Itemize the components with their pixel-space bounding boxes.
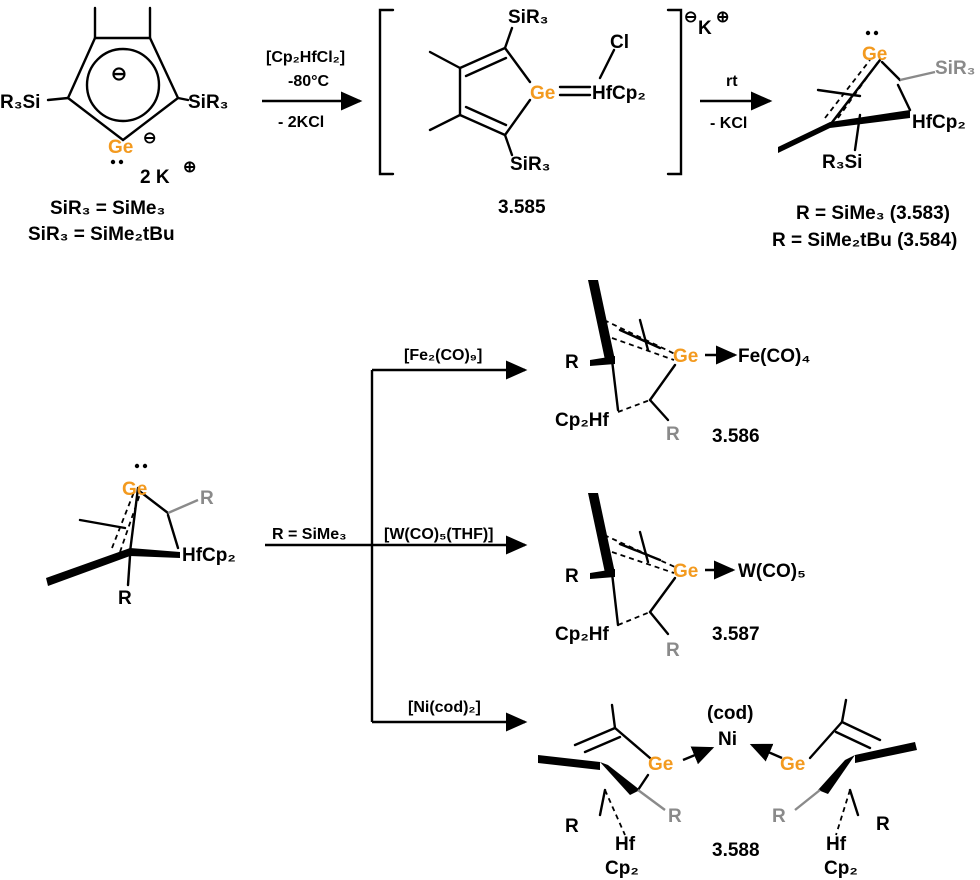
r-right-gray-label: R bbox=[772, 806, 786, 827]
arrow1-byproduct: - 2KCl bbox=[278, 114, 324, 131]
r3si-label: R₃Si bbox=[0, 92, 40, 113]
arrow1-temp: -80°C bbox=[288, 73, 330, 90]
cod-label: (cod) bbox=[707, 703, 753, 724]
hf-label: HfCp₂ bbox=[182, 545, 236, 566]
metal-label: W(CO)₅ bbox=[738, 561, 806, 582]
sir3-label: SiR₃ bbox=[935, 58, 975, 79]
counterion-charge: ⊕ bbox=[183, 159, 196, 176]
ge-left-label: Ge bbox=[648, 754, 673, 775]
variant-label-2: SiR₃ = SiMe₂tBu bbox=[28, 224, 175, 245]
ni-complex-3588: (cod) Ni Ge R R Hf Cp₂ 3.588 Ge R R Hf C… bbox=[538, 698, 917, 879]
ge-charge: ⊖ bbox=[143, 130, 156, 147]
sir3-top: SiR₃ bbox=[508, 7, 548, 28]
hf-right-label: Hf bbox=[826, 834, 847, 855]
ge-label: Ge bbox=[530, 83, 555, 104]
ge-right-label: Ge bbox=[780, 754, 805, 775]
branch-arrows: R = SiMe₃ [Fe₂(CO)₉] [W(CO)₅(THF)] [Ni(c… bbox=[265, 347, 528, 732]
arrow2-byproduct: - KCl bbox=[710, 115, 747, 132]
fe-reagent: [Fe₂(CO)₉] bbox=[404, 347, 482, 364]
reaction-arrow-1: [Cp₂HfCl₂] -80°C - 2KCl bbox=[262, 49, 363, 131]
cp-left-label: Cp₂ bbox=[605, 858, 639, 879]
ni-reagent: [Ni(cod)₂] bbox=[408, 699, 481, 716]
ge-label: Ge bbox=[122, 479, 147, 500]
ring-charge: ⊖ bbox=[111, 64, 127, 85]
hf-label: HfCp₂ bbox=[912, 112, 966, 133]
compound-id: 3.586 bbox=[712, 426, 760, 447]
r-gray-label: R bbox=[200, 488, 214, 509]
r-label: R bbox=[565, 566, 579, 587]
product-3583-3584: Ge SiR₃ HfCp₂ R₃Si R = SiMe₃ (3.583) R =… bbox=[772, 30, 975, 251]
variant-label-1: SiR₃ = SiMe₃ bbox=[50, 198, 165, 219]
r-label: R bbox=[565, 352, 579, 373]
arrow2-reagent: rt bbox=[726, 73, 738, 90]
k-charge: ⊕ bbox=[716, 9, 729, 26]
reaction-arrow-2: rt - KCl bbox=[700, 73, 773, 132]
product-label-2: R = SiMe₂tBu (3.584) bbox=[772, 230, 957, 251]
hf-label: Cp₂Hf bbox=[555, 624, 609, 645]
cl-label: Cl bbox=[610, 32, 629, 53]
ge-label: Ge bbox=[862, 44, 887, 65]
compound-id: 3.587 bbox=[712, 624, 760, 645]
r-right-label: R bbox=[876, 814, 890, 835]
condition-label: R = SiMe₃ bbox=[272, 526, 347, 543]
hf-label: Cp₂Hf bbox=[555, 410, 609, 431]
r-left-gray-label: R bbox=[668, 806, 682, 827]
product-label-1: R = SiMe₃ (3.583) bbox=[796, 203, 950, 224]
hf-left-label: Hf bbox=[615, 834, 636, 855]
fe-complex-3586: R Ge Fe(CO)₄ Cp₂Hf R 3.586 bbox=[555, 280, 810, 447]
ge-label: Ge bbox=[673, 561, 698, 582]
arrow1-reagent: [Cp₂HfCl₂] bbox=[266, 49, 345, 66]
k-label: K bbox=[698, 18, 712, 39]
hf-label: HfCp₂ bbox=[592, 83, 646, 104]
sir3-bottom: SiR₃ bbox=[510, 154, 550, 175]
germole-dianion: R₃Si SiR₃ Ge ⊖ ⊖ 2 K ⊕ SiR₃ = SiMe₃ SiR₃… bbox=[0, 6, 228, 245]
r2-label: R bbox=[666, 640, 680, 661]
w-complex-3587: R Ge W(CO)₅ Cp₂Hf R 3.587 bbox=[555, 493, 806, 661]
w-reagent: [W(CO)₅(THF)] bbox=[384, 526, 494, 543]
r-left-label: R bbox=[565, 816, 579, 837]
r2-label: R bbox=[666, 424, 680, 445]
counterion-label: 2 K bbox=[140, 167, 170, 188]
intermediate-3585: SiR₃ SiR₃ Ge HfCp₂ Cl ⊖ K ⊕ 3.585 bbox=[378, 7, 729, 218]
bicyclic-reactant: Ge R HfCp₂ R bbox=[46, 463, 236, 609]
minus-charge: ⊖ bbox=[684, 9, 697, 26]
ge-label: Ge bbox=[673, 346, 698, 367]
compound-id: 3.588 bbox=[712, 840, 760, 861]
cp-right-label: Cp₂ bbox=[824, 858, 858, 879]
sir3-label: SiR₃ bbox=[188, 92, 228, 113]
r3si-label: R₃Si bbox=[822, 152, 862, 173]
ge-label: Ge bbox=[108, 137, 133, 158]
compound-id: 3.585 bbox=[498, 197, 546, 218]
r-bottom-label: R bbox=[118, 588, 132, 609]
metal-label: Fe(CO)₄ bbox=[738, 346, 810, 367]
ni-label: Ni bbox=[718, 729, 737, 750]
